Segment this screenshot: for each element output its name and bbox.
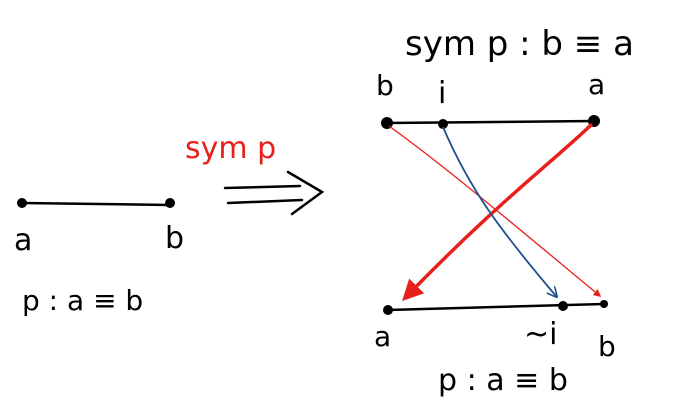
blue-arrow-i-to-not-i xyxy=(442,126,556,296)
right-top-label-b: b xyxy=(376,69,394,102)
right-bottom-point-not-i xyxy=(558,301,568,311)
right-bottom-point-a xyxy=(383,305,393,315)
left-point-a xyxy=(17,198,27,208)
right-bottom-point-b xyxy=(600,300,608,308)
right-bottom-label-b: b xyxy=(598,330,616,363)
left-path-line xyxy=(20,201,172,207)
implies-arrow-icon xyxy=(223,170,325,216)
right-bottom-line xyxy=(386,302,606,312)
left-point-b xyxy=(165,198,175,208)
diagram-title: sym p : b ≡ a xyxy=(405,24,634,64)
right-bottom-label-not-i: ~i xyxy=(524,317,557,352)
red-thin-arrow-b-to-b xyxy=(388,125,602,297)
red-arrow-a-to-a xyxy=(402,122,594,302)
right-top-line xyxy=(385,119,596,125)
right-top-point-i xyxy=(438,119,448,129)
transform-label: sym p xyxy=(185,131,276,166)
right-bottom-label-a: a xyxy=(374,320,391,353)
left-label-b: b xyxy=(165,221,184,256)
left-label-a: a xyxy=(14,223,32,258)
right-top-label-i: i xyxy=(438,76,446,111)
left-equation: p : a ≡ b xyxy=(22,284,143,317)
right-top-label-a: a xyxy=(588,68,605,101)
right-equation: p : a ≡ b xyxy=(438,363,568,398)
